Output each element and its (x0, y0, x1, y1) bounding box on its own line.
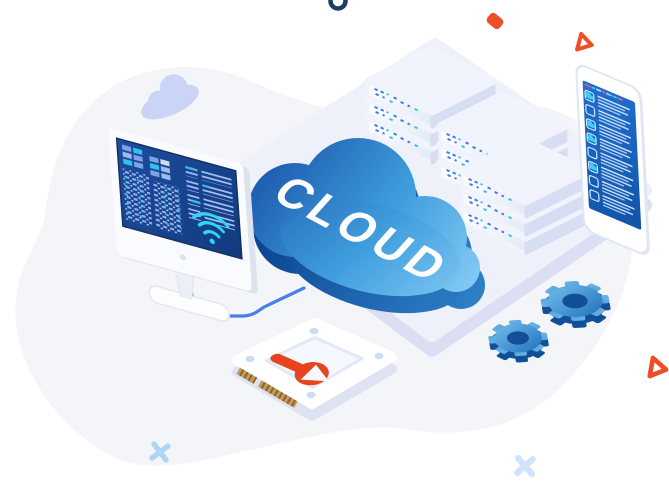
play-button-icon (575, 31, 594, 52)
desktop-monitor (108, 128, 258, 322)
monitor-camera-dot (179, 254, 186, 261)
chip-box (232, 318, 397, 421)
connector-pins (236, 366, 299, 408)
cross-decoration (149, 441, 171, 463)
mini-cloud-shape (141, 74, 199, 120)
cloud-shape: CLOUD (248, 138, 485, 314)
wifi-icon (192, 212, 230, 245)
gear-icon-small (485, 318, 552, 365)
cross-decoration (514, 455, 536, 477)
ring-decoration (328, 0, 348, 11)
code-blocks (121, 144, 235, 236)
smartphone (575, 64, 650, 255)
wrench-icon (270, 353, 329, 386)
red-kite-decoration (486, 12, 504, 30)
screw (245, 327, 384, 399)
phone-status-row (584, 83, 623, 102)
gear-icon-large (537, 279, 614, 330)
play-button-icon (647, 355, 669, 379)
